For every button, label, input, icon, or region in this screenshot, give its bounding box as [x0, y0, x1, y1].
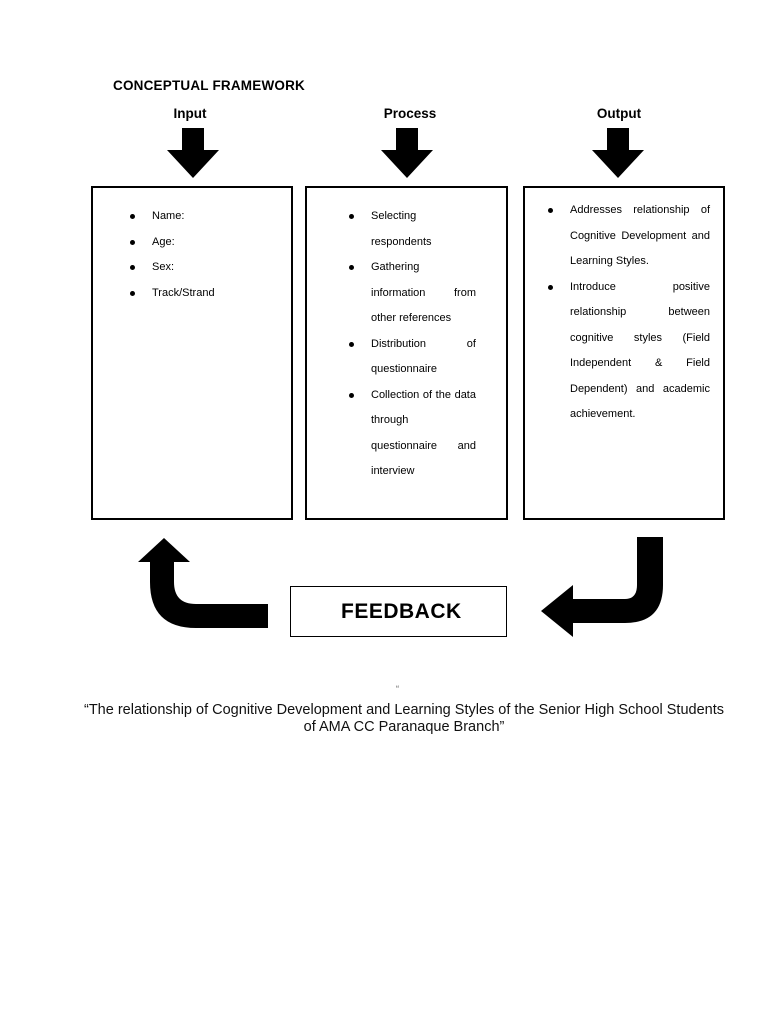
feedback-label: FEEDBACK	[341, 600, 462, 623]
list-item: Selecting respondents	[342, 204, 476, 255]
list-item: Sex:	[123, 255, 281, 281]
output-down-arrow-icon	[592, 128, 644, 178]
stray-quote-mark: “	[396, 684, 399, 694]
list-item: Distribution of questionnaire	[342, 332, 476, 383]
process-box: Selecting respondents Gathering informat…	[305, 186, 508, 520]
list-item: Addresses relationship of Cognitive Deve…	[541, 198, 710, 275]
process-heading: Process	[383, 106, 437, 121]
output-list: Addresses relationship of Cognitive Deve…	[541, 198, 710, 428]
input-box: Name: Age: Sex: Track/Strand	[91, 186, 293, 520]
feedback-return-arrow-icon	[138, 538, 268, 628]
list-item: Gathering information from other referen…	[342, 255, 476, 332]
process-list: Selecting respondents Gathering informat…	[342, 204, 476, 485]
input-heading: Input	[173, 106, 207, 121]
diagram-title: CONCEPTUAL FRAMEWORK	[113, 78, 305, 93]
output-box: Addresses relationship of Cognitive Deve…	[523, 186, 725, 520]
feedback-box: FEEDBACK	[290, 586, 507, 637]
list-item: Age:	[123, 230, 281, 256]
study-title-caption: “The relationship of Cognitive Developme…	[84, 702, 724, 735]
feedback-input-arrow-icon	[541, 537, 663, 637]
input-list: Name: Age: Sex: Track/Strand	[123, 204, 281, 306]
list-item: Name:	[123, 204, 281, 230]
process-down-arrow-icon	[381, 128, 433, 178]
list-item: Track/Strand	[123, 281, 281, 307]
output-heading: Output	[596, 106, 642, 121]
input-down-arrow-icon	[167, 128, 219, 178]
list-item: Introduce positive relationship between …	[541, 275, 710, 428]
list-item: Collection of the data through questionn…	[342, 383, 476, 485]
